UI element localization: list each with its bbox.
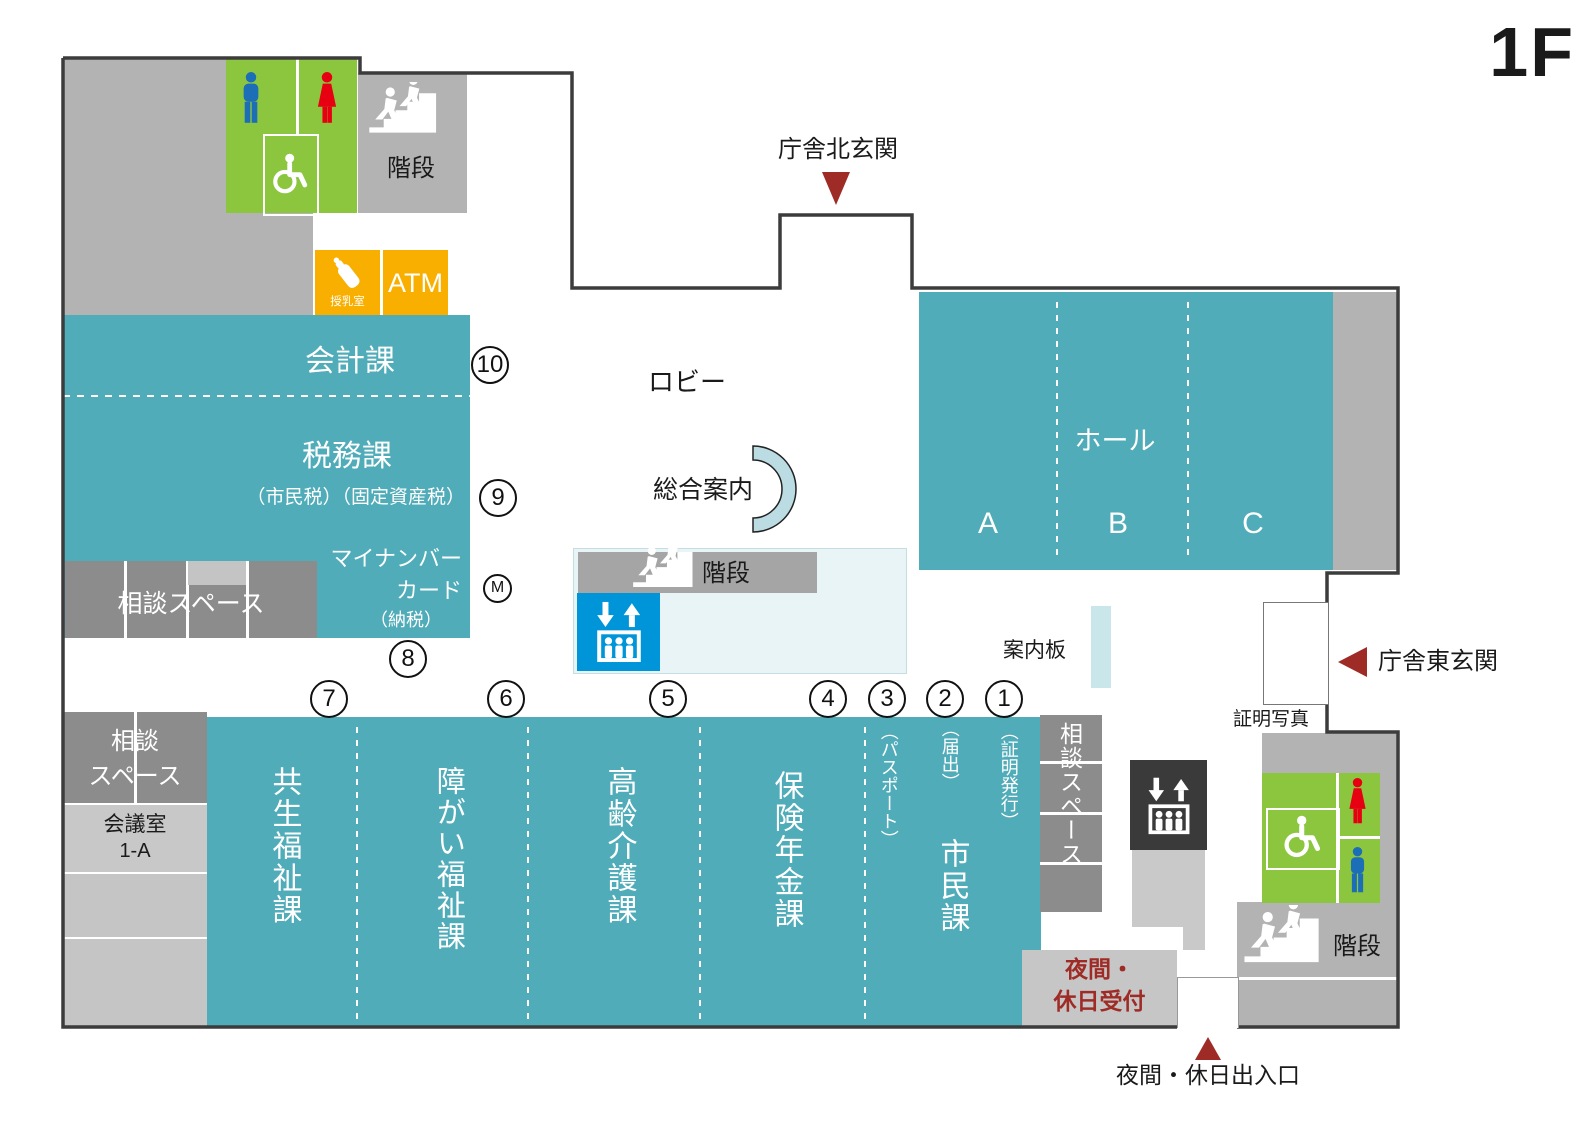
meeting-room-line1: 会議室: [103, 813, 167, 836]
tax-sub-label: （市民税）（固定資産税）: [246, 487, 465, 508]
night-reception-line2: 休日受付: [1053, 988, 1146, 1014]
female-toilet-icon: [1345, 776, 1370, 828]
toilet-divider: [1336, 836, 1380, 839]
counter-number-5: 5: [649, 680, 687, 718]
night-entrance-arrow-icon: [1195, 1037, 1221, 1060]
counter-number-1: 1: [985, 680, 1023, 718]
east-entrance-arrow-icon: [1338, 647, 1367, 677]
east-entrance-label: 庁舎東玄関: [1378, 648, 1498, 675]
room-left-1: [63, 872, 207, 939]
hall-section-c: C: [1242, 507, 1264, 540]
stairs-northwest-label: 階段: [387, 155, 435, 182]
elevator-icon: [1138, 766, 1200, 844]
hall-section-a: A: [977, 507, 998, 540]
stairs-icon: [1243, 905, 1323, 967]
counter-number-3: 3: [868, 680, 906, 718]
consult-space-right-label: 相談スペース: [1056, 722, 1083, 866]
counter-number-10: 10: [471, 346, 509, 384]
corner-room-northwest: [63, 59, 226, 213]
atm-label: ATM: [388, 268, 443, 298]
wheelchair-icon: [1278, 812, 1324, 862]
divider: [1237, 977, 1398, 980]
consult-upper-light-cell: [188, 561, 246, 585]
dept-divider: [699, 727, 701, 1019]
accounting-tax-divider: [63, 395, 470, 397]
mynumber-line1: マイナンバー: [330, 546, 462, 571]
male-toilet-icon: [237, 70, 265, 128]
female-toilet-icon: [313, 70, 341, 128]
dept-divider: [527, 727, 529, 1019]
floor-title: 1F: [1489, 13, 1575, 91]
dept-insurance-pension-label: 保険年金課: [769, 770, 803, 930]
dept-citizen-label: 市民課: [935, 838, 969, 934]
stairs-icon: [368, 82, 440, 136]
stairs-central-label: 階段: [702, 560, 750, 587]
meeting-room-line2: 1-A: [119, 840, 151, 862]
hall-divider-bc: [1187, 302, 1189, 560]
hall-label: ホール: [1074, 426, 1156, 456]
lobby-label: ロビー: [648, 367, 727, 397]
info-board-label: 案内板: [1003, 639, 1066, 662]
night-entrance-door: [1177, 977, 1239, 1028]
night-entrance-label: 夜間・休日出入口: [1116, 1062, 1300, 1088]
photo-booth-label: 証明写真: [1233, 709, 1310, 730]
wheelchair-icon: [267, 148, 311, 200]
baby-bottle-icon: [327, 253, 367, 293]
utility-block-tab: [1183, 927, 1205, 950]
north-entrance-label: 庁舎北玄関: [778, 136, 898, 163]
room-left-2: [63, 937, 207, 1027]
hall-side-room: [1333, 292, 1398, 570]
male-toilet-icon: [1345, 845, 1370, 897]
dept-symbiotic-welfare-label: 共生福祉課: [267, 766, 301, 926]
stairs-southeast-label: 階段: [1333, 933, 1381, 960]
consult-left-line1: 相談: [111, 728, 159, 755]
consult-space-upper-label: 相談スペース: [117, 590, 265, 618]
dept-divider: [864, 727, 866, 1019]
dept-divider: [356, 727, 358, 1019]
citizen-sub-certificate-label: （証明発行）: [998, 722, 1019, 830]
counter-number-8: 8: [389, 640, 427, 678]
hall-section-b: B: [1107, 507, 1128, 540]
elevator-icon: [586, 597, 652, 665]
counter-number-2: 2: [926, 680, 964, 718]
dept-disability-welfare-label: 障がい福祉課: [432, 766, 465, 952]
info-desk-label: 総合案内: [653, 476, 754, 504]
info-desk-counter: [750, 442, 802, 536]
dept-elderly-care-label: 高齢介護課: [602, 766, 636, 926]
utility-block: [1132, 850, 1205, 927]
mynumber-line3: （納税）: [370, 609, 442, 630]
counter-number-7: 7: [310, 680, 348, 718]
info-board: [1091, 606, 1111, 688]
accounting-label: 会計課: [305, 345, 395, 378]
night-reception-line1: 夜間・: [1065, 956, 1134, 982]
counter-number-4: 4: [809, 680, 847, 718]
citizen-sub-notification-label: （届出）: [939, 719, 960, 791]
counter-number-m: M: [483, 574, 512, 603]
photo-booth: [1263, 602, 1329, 705]
citizen-sub-passport-label: （パスポート）: [878, 722, 899, 848]
toilet-divider: [296, 59, 299, 135]
corner-room-northwest-lower: [63, 213, 313, 315]
stairs-central: [578, 552, 817, 593]
nursing-room-label: 授乳室: [330, 296, 365, 308]
mynumber-card-label: マイナンバー カード （納税）: [300, 546, 462, 630]
tax-label: 税務課: [302, 440, 392, 473]
counter-number-6: 6: [487, 680, 525, 718]
mynumber-line2: カード: [395, 578, 462, 604]
north-entrance-arrow-icon: [822, 172, 850, 205]
consult-left-line2: スペース: [88, 763, 182, 790]
stairs-icon: [632, 541, 696, 591]
counter-number-9: 9: [479, 479, 517, 517]
